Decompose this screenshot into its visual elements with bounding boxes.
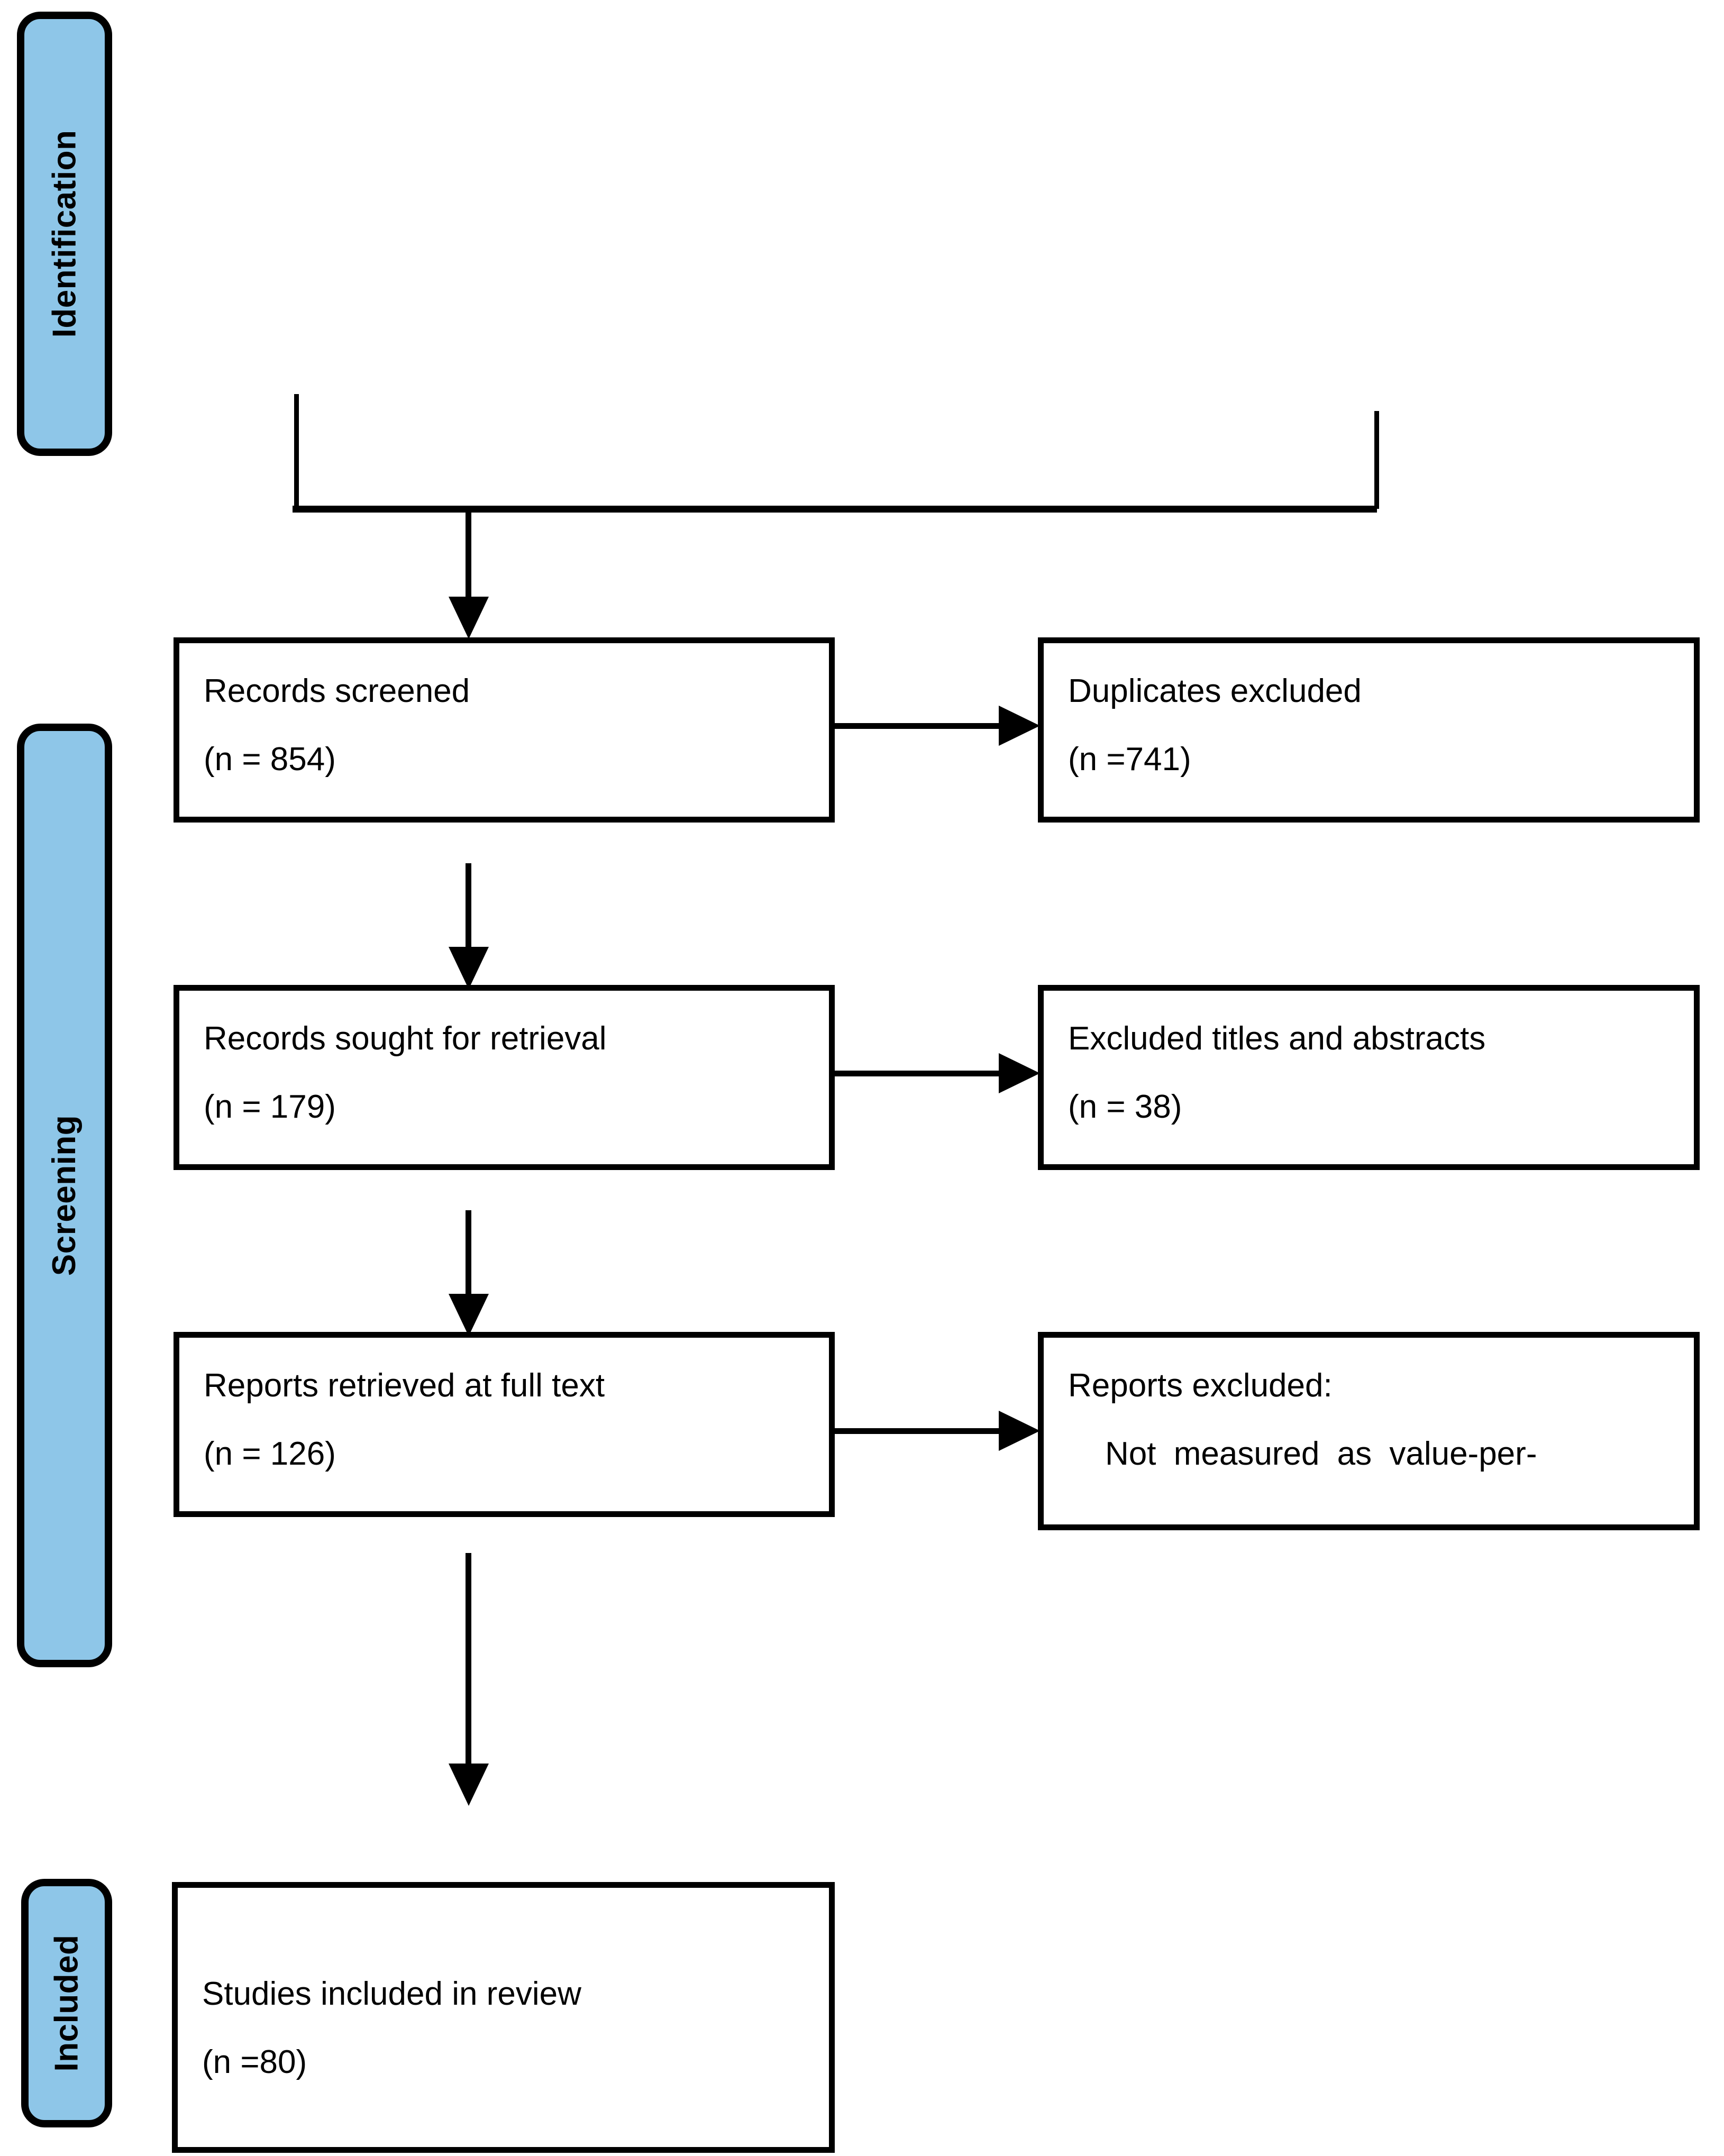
bracket-left-leg xyxy=(294,394,299,508)
bracket-to-screened-arrow-line xyxy=(466,509,471,605)
box-records-screened-count: (n = 854) xyxy=(204,741,336,778)
bracket-to-screened-arrowhead xyxy=(449,597,489,639)
stage-label-screening: Screening xyxy=(46,1114,83,1276)
stage-pill-included: Included xyxy=(21,1879,112,2127)
screened-to-sought-arrowhead xyxy=(449,947,489,989)
sought-to-excluded-titles-line xyxy=(833,1071,1002,1076)
box-reports-retrieved-title: Reports retrieved at full text xyxy=(204,1367,605,1404)
box-records-sought-title: Records sought for retrieval xyxy=(204,1020,607,1057)
box-studies-included[interactable]: Studies included in review (n =80) xyxy=(172,1882,835,2153)
box-reports-excluded[interactable]: Reports excluded: Not measured as value-… xyxy=(1038,1332,1700,1530)
box-duplicates-excluded-count: (n =741) xyxy=(1068,741,1191,778)
box-records-screened-title: Records screened xyxy=(204,673,470,709)
sought-to-retrieved-line xyxy=(466,1210,471,1316)
retrieved-to-included-arrowhead xyxy=(449,1764,489,1806)
box-reports-retrieved[interactable]: Reports retrieved at full text (n = 126) xyxy=(174,1332,835,1517)
box-excluded-titles-title: Excluded titles and abstracts xyxy=(1068,1020,1486,1057)
stage-label-included: Included xyxy=(48,1934,85,2072)
box-duplicates-excluded[interactable]: Duplicates excluded (n =741) xyxy=(1038,637,1700,823)
stage-pill-identification: Identification xyxy=(17,12,112,456)
bracket-horizontal-bar xyxy=(293,506,1377,513)
stage-label-identification: Identification xyxy=(46,130,83,338)
retrieved-to-reports-excluded-arrowhead xyxy=(999,1411,1040,1451)
sought-to-excluded-titles-arrowhead xyxy=(999,1053,1040,1093)
box-studies-included-title: Studies included in review xyxy=(202,1976,581,2012)
box-reports-retrieved-count: (n = 126) xyxy=(204,1435,336,1472)
box-records-screened[interactable]: Records screened (n = 854) xyxy=(174,637,835,823)
screened-to-duplicates-arrowhead xyxy=(999,706,1040,746)
box-excluded-titles[interactable]: Excluded titles and abstracts (n = 38) xyxy=(1038,985,1700,1170)
retrieved-to-included-line xyxy=(466,1553,471,1796)
box-records-sought[interactable]: Records sought for retrieval (n = 179) xyxy=(174,985,835,1170)
box-reports-excluded-reason: Not measured as value-per- xyxy=(1105,1435,1537,1472)
box-records-sought-count: (n = 179) xyxy=(204,1088,336,1125)
box-studies-included-count: (n =80) xyxy=(202,2043,307,2080)
box-excluded-titles-count: (n = 38) xyxy=(1068,1088,1182,1125)
screened-to-sought-line xyxy=(466,863,471,969)
stage-pill-screening: Screening xyxy=(17,724,112,1667)
sought-to-retrieved-arrowhead xyxy=(449,1294,489,1336)
bracket-right-leg xyxy=(1374,411,1379,509)
box-duplicates-excluded-title: Duplicates excluded xyxy=(1068,673,1362,709)
box-reports-excluded-title: Reports excluded: xyxy=(1068,1367,1333,1404)
retrieved-to-reports-excluded-line xyxy=(833,1428,1002,1434)
screened-to-duplicates-line xyxy=(833,723,1002,729)
